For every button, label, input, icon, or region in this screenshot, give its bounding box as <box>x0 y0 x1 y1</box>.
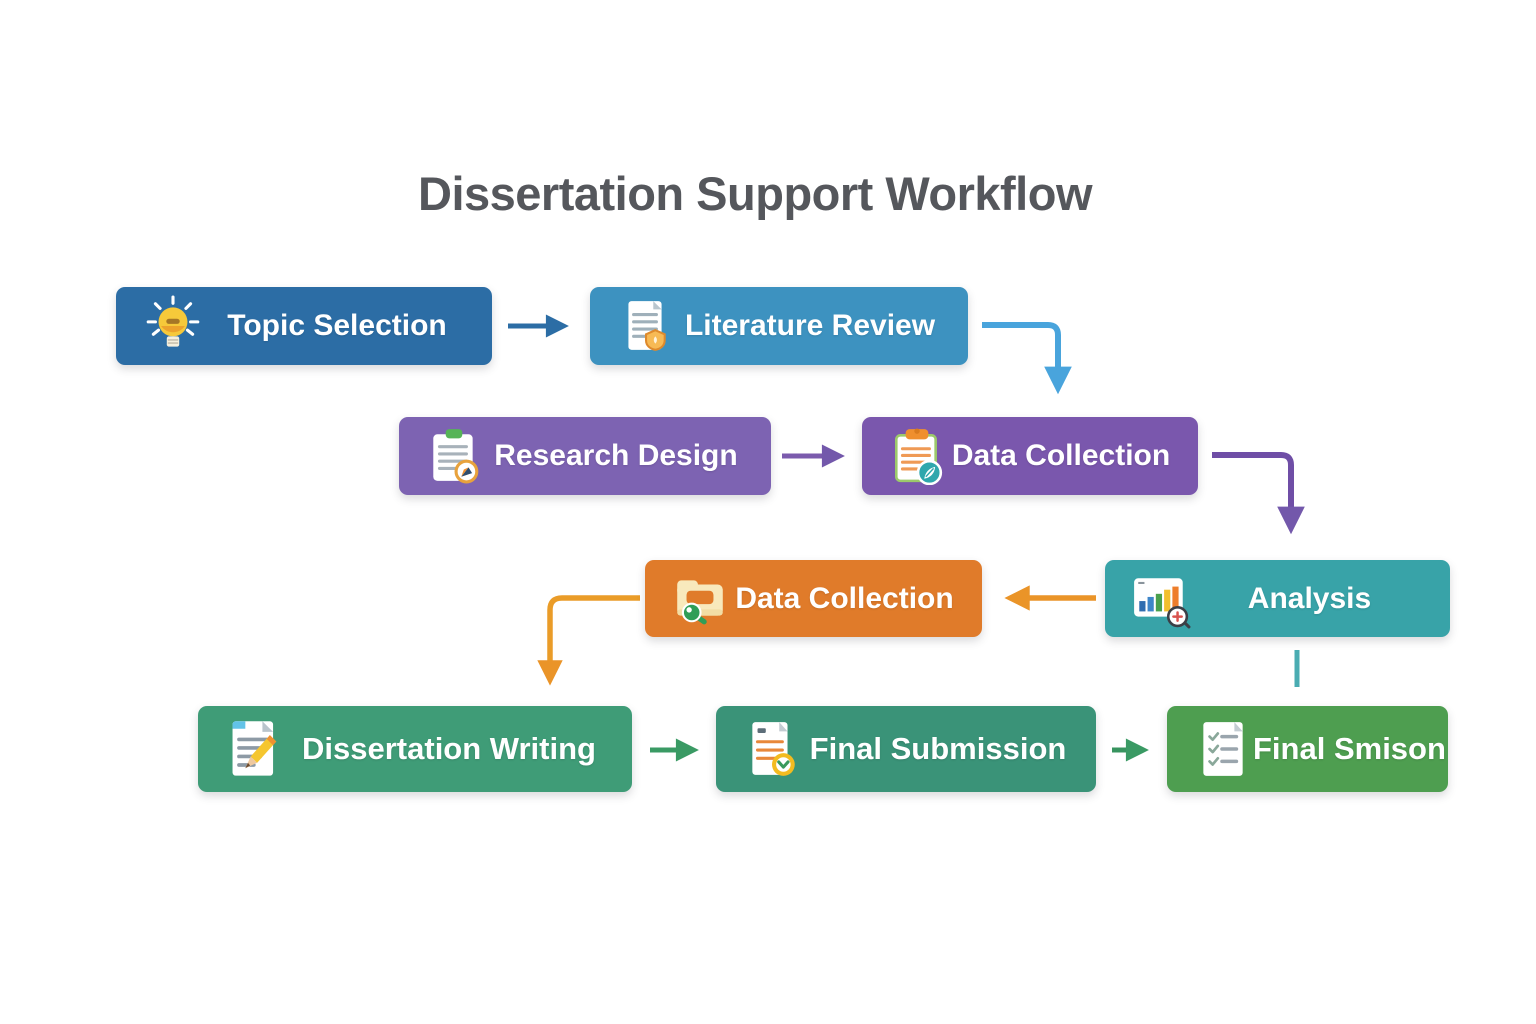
node-dissertation-writing: Dissertation Writing <box>198 706 632 792</box>
lightbulb-icon <box>142 295 204 357</box>
node-final-smison: Final Smison <box>1167 706 1448 792</box>
clipboard-compass-orange-icon <box>888 427 946 485</box>
node-label: Data Collection <box>951 439 1171 472</box>
node-label: Topic Selection <box>227 309 447 342</box>
folder-key-icon <box>671 570 729 628</box>
document-pencil-icon <box>224 717 288 781</box>
checklist-icon <box>1193 719 1253 779</box>
node-label: Analysis <box>1247 581 1372 615</box>
node-label: Final Smison <box>1253 731 1446 766</box>
node-literature-review: Literature Review <box>590 287 968 365</box>
node-label: Research Design <box>494 439 738 472</box>
document-review-icon <box>616 297 674 355</box>
document-check-icon <box>742 719 802 779</box>
node-label: Data Collection <box>735 581 954 615</box>
page-title: Dissertation Support Workflow <box>418 167 1093 220</box>
node-data-collection: Data Collection <box>862 417 1198 495</box>
arrow-datacollection-to-analysis <box>1212 452 1305 535</box>
node-analysis: Analysis <box>1105 560 1450 637</box>
clipboard-compass-icon <box>425 427 483 485</box>
node-data-collection-2: Data Collection <box>645 560 982 637</box>
node-topic-selection: Topic Selection <box>116 287 492 365</box>
arrow-datacollection2-to-writing <box>537 595 640 686</box>
node-label: Literature Review <box>684 309 936 342</box>
node-label: Dissertation Writing <box>302 731 596 766</box>
node-label: Final Submission <box>809 731 1067 766</box>
node-final-submission: Final Submission <box>716 706 1096 792</box>
node-research-design: Research Design <box>399 417 771 495</box>
bar-chart-magnifier-icon <box>1131 569 1191 629</box>
arrow-literature-to-datacollection <box>982 322 1072 395</box>
